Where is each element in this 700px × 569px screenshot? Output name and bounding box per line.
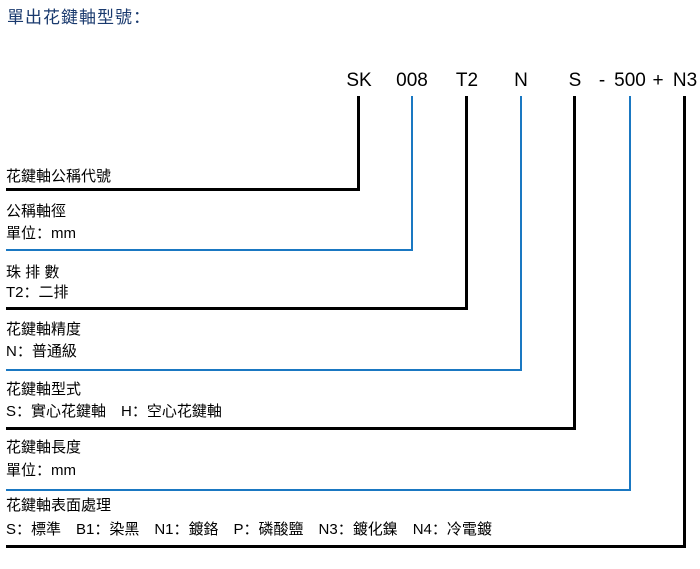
row7-sub: S：標準 B1：染黑 N1：鍍鉻 P：磷酸鹽 N3：鍍化鎳 N4：冷電鍍 [6,521,492,538]
row5-label: 花鍵軸型式 [6,381,82,398]
row3-sub: T2：二排 [6,284,69,301]
connector-vertical-008 [411,96,413,251]
row7-label: 花鍵軸表面處理 [6,497,112,514]
row4-label: 花鍵軸精度 [6,321,82,338]
connector-horizontal-row7 [6,545,686,548]
connector-vertical-sk [357,96,360,191]
connector-vertical-t2 [465,96,468,310]
connector-vertical-n [520,96,522,371]
row2-sub: 單位：mm [6,225,76,242]
code-segment-008: 008 [396,70,428,91]
row5-sub: S：實心花鍵軸 H：空心花鍵軸 [6,403,222,420]
row1-label: 花鍵軸公稱代號 [6,168,112,185]
code-segment-t2: T2 [455,70,479,91]
connector-horizontal-row2 [6,249,413,251]
code-segment-sk: SK [346,70,372,91]
row2-label: 公稱軸徑 [6,203,67,220]
connector-horizontal-row6 [6,489,631,491]
row3-label: 珠 排 數 [6,264,60,281]
connector-horizontal-row1 [6,188,360,191]
row6-label: 花鍵軸長度 [6,439,82,456]
page-title: 單出花鍵軸型號： [7,8,151,27]
code-segment-s: S [568,70,582,91]
connector-vertical-s [573,96,576,430]
connector-vertical-n3 [683,96,686,548]
connector-horizontal-row3 [6,307,468,310]
row4-sub: N：普通級 [6,343,77,360]
code-segment-n: N [514,70,528,91]
row6-sub: 單位：mm [6,462,76,479]
connector-horizontal-row5 [6,427,576,430]
code-segment-500: 500 [614,70,646,91]
code-segment-n3: N3 [672,70,698,91]
connector-horizontal-row4 [6,369,522,371]
code-separator-dash: - [598,70,606,91]
code-separator-plus: + [652,70,664,91]
connector-vertical-500 [629,96,631,491]
